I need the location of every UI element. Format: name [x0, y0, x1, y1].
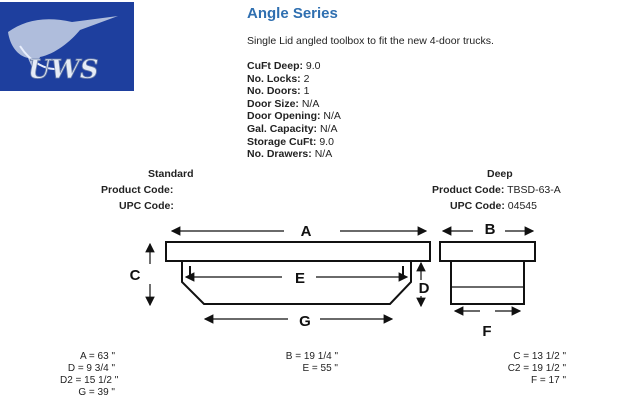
spec-value: N/A: [314, 148, 333, 161]
label-E: E: [295, 270, 305, 287]
spec-value: N/A: [323, 110, 341, 123]
upc-code-label: UPC Code:: [119, 200, 174, 212]
dimensions-col3: C = 13 1/2 " C2 = 19 1/2 " F = 17 ": [496, 351, 566, 387]
label-B: B: [485, 221, 496, 238]
deep-product-code: Product Code: TBSD-63-A: [432, 184, 561, 196]
spec-label: Storage CuFt:: [247, 135, 317, 148]
spec-row: CuFt Deep: 9.0: [247, 60, 341, 73]
spec-row: Storage CuFt: 9.0: [247, 136, 341, 149]
dimension-item: F = 17 ": [531, 375, 566, 386]
spec-label: Door Size:: [247, 97, 299, 110]
deep-title: Deep: [487, 168, 513, 180]
standard-product-code: Product Code:: [101, 184, 173, 196]
dimension-item: B = 19 1/4 ": [285, 351, 338, 362]
dimension-item: D2 = 15 1/2 ": [60, 375, 119, 386]
spec-label: CuFt Deep:: [247, 60, 303, 72]
dimension-item: C2 = 19 1/2 ": [507, 363, 566, 374]
dimensions-col2: B = 19 1/4 " E = 55 ": [268, 351, 338, 375]
upc-code-value: 04545: [507, 200, 537, 212]
dimension-item: E = 55 ": [302, 363, 338, 374]
brand-logo: UWS: [0, 2, 134, 91]
label-A: A: [301, 223, 312, 240]
spec-value: N/A: [319, 122, 338, 135]
dimension-item: A = 63 ": [80, 351, 115, 362]
spec-row: Door Size: N/A: [247, 98, 341, 111]
spec-label: Gal. Capacity:: [247, 122, 318, 135]
spec-row: Gal. Capacity: N/A: [247, 123, 341, 136]
label-G: G: [299, 313, 311, 330]
spec-label: Door Opening:: [247, 110, 321, 123]
spec-label: No. Doors:: [247, 85, 301, 98]
spec-list: CuFt Deep: 9.0 No. Locks: 2 No. Doors: 1…: [247, 60, 341, 161]
spec-row: Door Opening: N/A: [247, 110, 341, 123]
deep-lid: [439, 241, 536, 262]
spec-value: 2: [303, 72, 310, 85]
label-C: C: [130, 267, 141, 284]
dimension-item: D = 9 3/4 ": [67, 363, 115, 374]
standard-title: Standard: [148, 168, 194, 180]
product-description: Single Lid angled toolbox to fit the new…: [247, 35, 494, 47]
spec-row: No. Doors: 1: [247, 85, 341, 98]
spec-row: No. Drawers: N/A: [247, 148, 341, 161]
dimensions-col1: A = 63 " D = 9 3/4 " D2 = 15 1/2 " G = 3…: [60, 351, 119, 399]
spec-label: No. Drawers:: [247, 148, 312, 161]
label-D: D: [419, 280, 430, 297]
product-code-label: Product Code:: [432, 184, 505, 196]
spec-row: No. Locks: 2: [247, 73, 341, 86]
dimension-item: G = 39 ": [78, 387, 115, 398]
spec-label: No. Locks:: [247, 72, 301, 85]
standard-body: [181, 261, 412, 305]
page-title: Angle Series: [247, 5, 338, 22]
deep-body: [450, 260, 525, 305]
upc-code-label: UPC Code:: [450, 200, 505, 212]
product-code-label: Product Code:: [101, 184, 174, 196]
product-code-value: TBSD-63-A: [507, 184, 561, 196]
label-F: F: [482, 323, 491, 340]
spec-value: 1: [303, 85, 310, 98]
spec-value: N/A: [301, 97, 320, 110]
dimension-diagram: A B C E D G F: [130, 221, 536, 340]
spec-value: 9.0: [319, 135, 334, 148]
deep-upc-code: UPC Code: 04545: [450, 200, 537, 212]
swordfish-logo-icon: UWS: [0, 2, 134, 91]
svg-text:UWS: UWS: [28, 55, 99, 85]
standard-lid: [165, 241, 431, 262]
standard-upc-code: UPC Code:: [119, 200, 174, 212]
dimension-item: C = 13 1/2 ": [513, 351, 566, 362]
spec-value: 9.0: [305, 60, 321, 72]
